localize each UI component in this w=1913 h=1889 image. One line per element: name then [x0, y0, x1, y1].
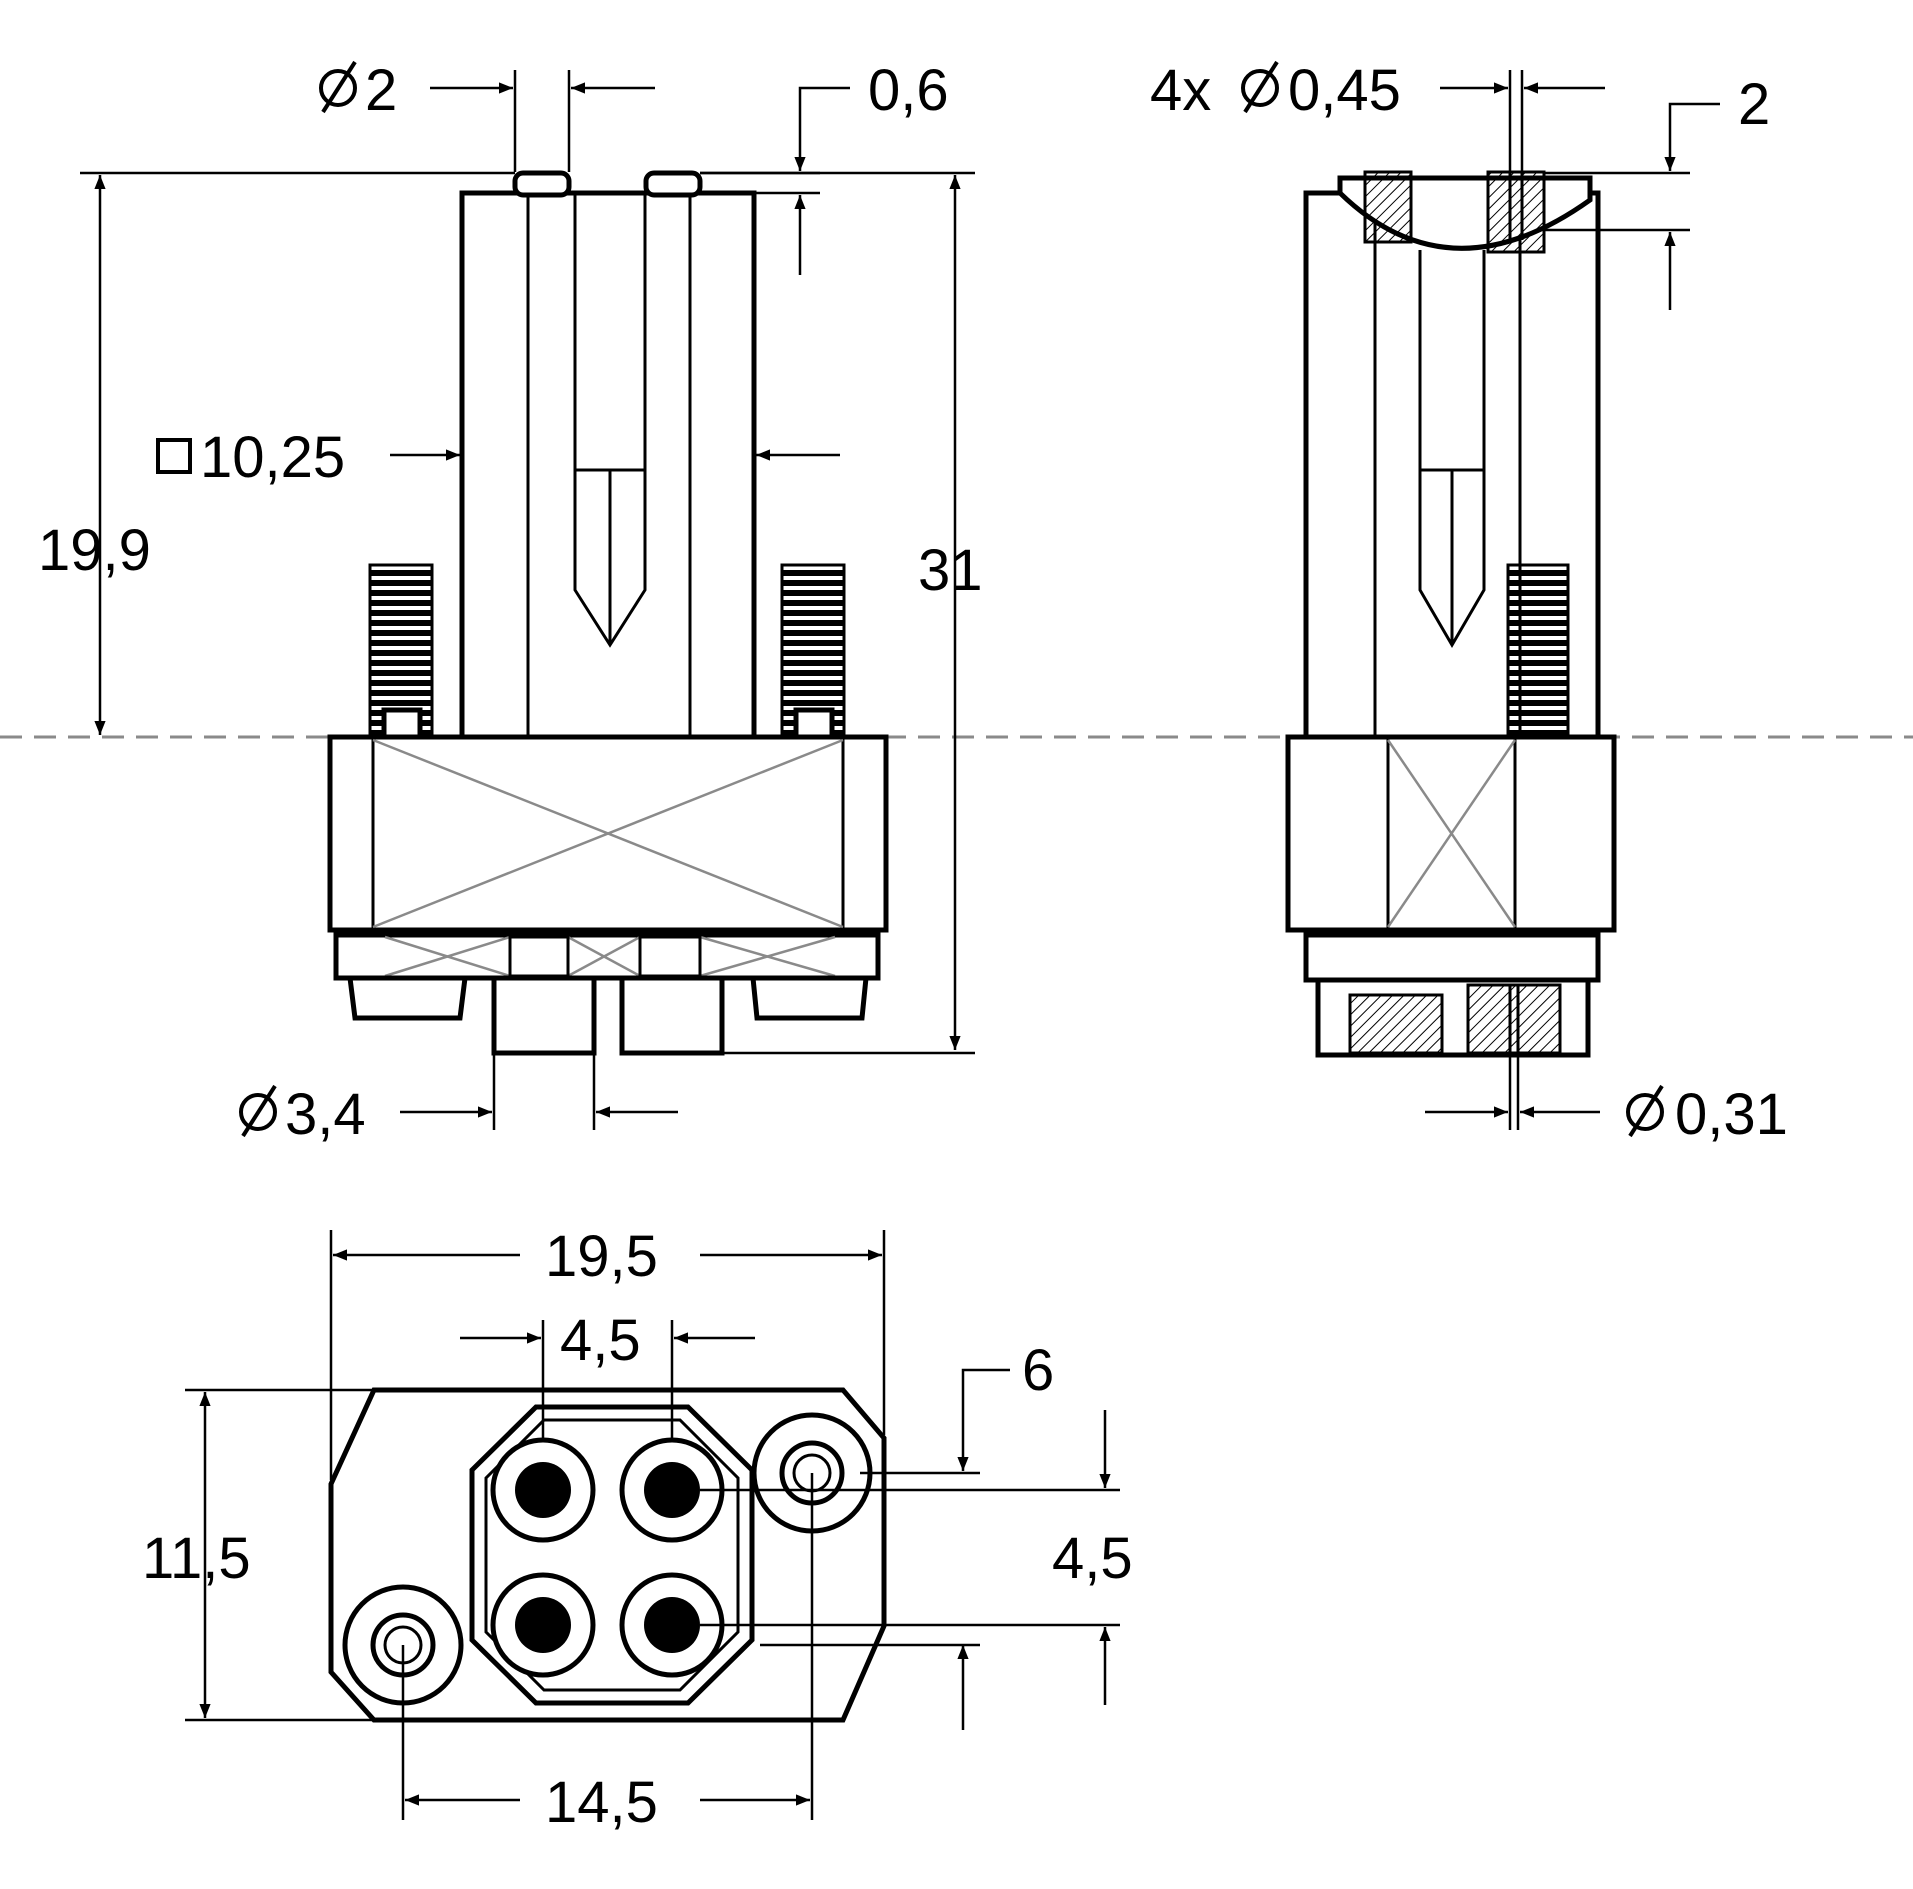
dim-contact-pitch-x: 4,5 [560, 1308, 641, 1373]
dim-collar-height: 0,6 [868, 58, 949, 123]
dim-body-square: 10,25 [200, 425, 345, 490]
diameter-icon [1241, 60, 1279, 114]
dim-bottom-width: 19,5 [545, 1224, 658, 1289]
dim-pin-diameter: 2 [365, 58, 397, 123]
contact-bottom-right [619, 1572, 725, 1678]
side-hole-right [1486, 170, 1546, 254]
dim-overall-length: 31 [918, 538, 983, 603]
side-hole-left [1363, 170, 1413, 244]
front-contact-sleeve-left [491, 975, 597, 1056]
bottom-view [328, 1387, 887, 1723]
dim-contact-diameter: 3,4 [285, 1082, 366, 1147]
dim-hole-diameter: 0,45 [1288, 58, 1401, 123]
dim-screw-offset: 6 [1022, 1338, 1054, 1403]
dim-recess-depth: 2 [1738, 72, 1770, 137]
front-view [327, 170, 889, 1056]
contact-bottom-left [490, 1572, 596, 1678]
diameter-icon [1626, 1084, 1664, 1138]
dim-bottom-height: 11,5 [142, 1526, 251, 1591]
dimensions [80, 70, 1720, 1820]
front-top-pin-right [643, 170, 703, 198]
side-stud [1506, 563, 1570, 739]
front-insert [333, 932, 881, 981]
diameter-icon [239, 1084, 277, 1138]
dim-hole-count: 4x [1150, 58, 1211, 123]
dim-height-to-flange: 19,9 [38, 518, 151, 583]
square-icon [156, 438, 192, 474]
dim-contact-pitch-y: 4,5 [1052, 1526, 1133, 1591]
front-top-pin-left [512, 170, 572, 198]
dim-wire-diameter: 0,31 [1675, 1082, 1788, 1147]
contact-top-left [490, 1437, 596, 1543]
front-contact-sleeve-right [619, 975, 725, 1056]
dim-screw-spacing: 14,5 [545, 1770, 658, 1835]
side-view [1285, 170, 1617, 1058]
dimension-labels: 2 0,6 10,25 19,9 31 3,4 4x 0,45 2 0,31 1… [38, 58, 1788, 1835]
diameter-icon [319, 60, 357, 114]
front-body [459, 190, 757, 740]
